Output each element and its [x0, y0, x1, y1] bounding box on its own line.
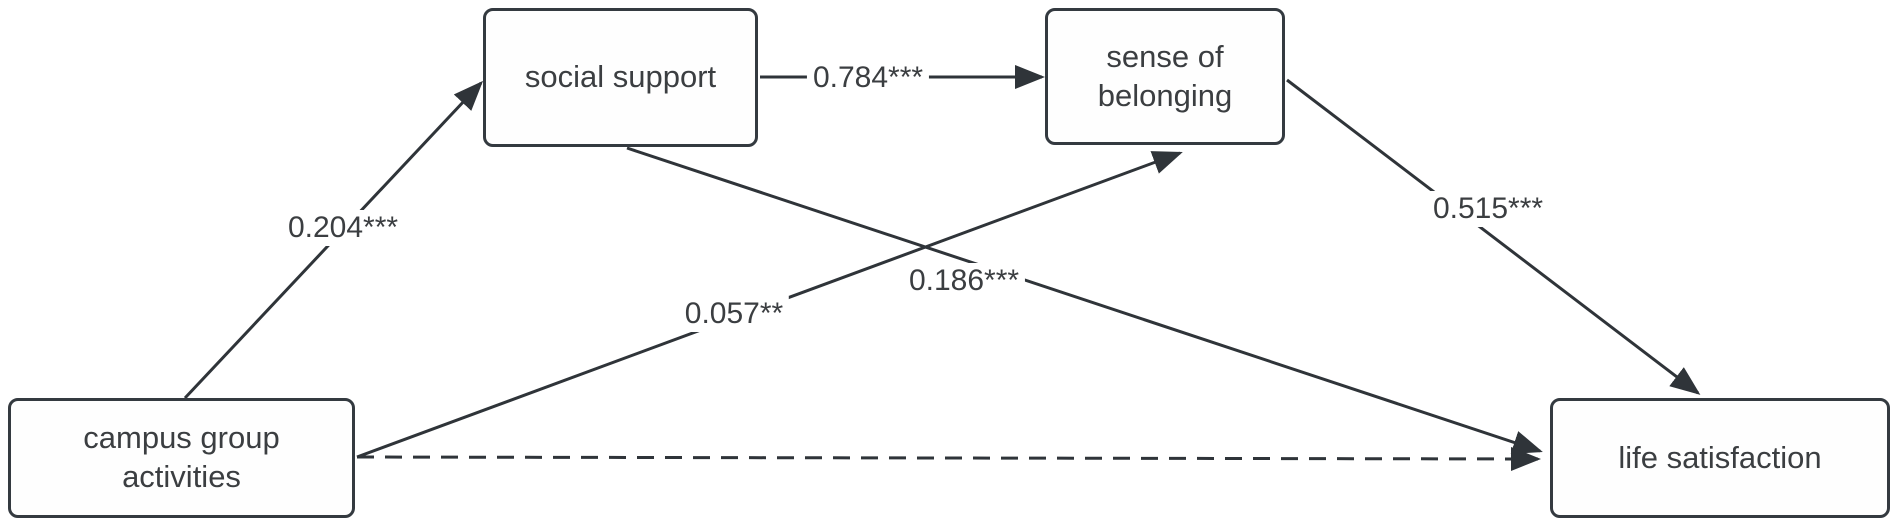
- edge-social-to-life: [626, 146, 1543, 454]
- edge-belonging-to-life: [1286, 78, 1701, 395]
- coefficient-social-to-belonging: 0.784***: [806, 60, 930, 96]
- coefficient-campus-to-belonging: 0.057**: [678, 296, 790, 332]
- edge-campus-to-life-direct-dashed: [356, 446, 1541, 471]
- node-label: social support: [524, 59, 717, 95]
- node-social-support: social support: [483, 8, 758, 147]
- node-label: life satisfaction: [1618, 439, 1822, 475]
- coefficient-belonging-to-life: 0.515***: [1426, 191, 1550, 227]
- node-life-satisfaction: life satisfaction: [1550, 398, 1890, 518]
- node-label: sense of belonging: [1097, 38, 1233, 113]
- node-campus-group-activities: campus group activities: [8, 398, 355, 518]
- coefficient-campus-to-social: 0.204***: [281, 210, 405, 246]
- coefficient-social-to-life: 0.186***: [902, 263, 1026, 299]
- node-sense-of-belonging: sense of belonging: [1045, 8, 1285, 145]
- node-label: campus group activities: [83, 420, 280, 494]
